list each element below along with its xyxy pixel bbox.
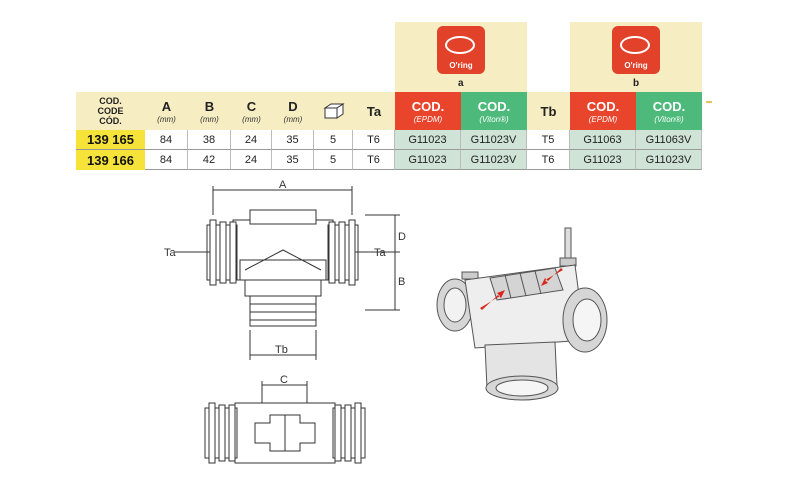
header-box [314, 92, 353, 130]
arrow-icon [480, 290, 505, 310]
cell-b-epdm: G11063 [570, 130, 636, 150]
cell-b-viton: G11063V [636, 130, 702, 150]
decor-dash [706, 101, 712, 103]
tee-fitting-illustration [436, 227, 608, 401]
oring-icon: O'ring [437, 26, 485, 74]
cell-b-viton: G11023V [636, 150, 702, 170]
dim-C-label: C [280, 375, 288, 386]
top-view-drawing: C [204, 375, 366, 464]
cell-D: 35 [272, 150, 314, 170]
front-view-drawing: A D B Ta Ta Tb [164, 180, 406, 360]
dim-Ta-left-label: Ta [164, 247, 177, 259]
group-b-label: b [633, 78, 640, 89]
header-a-epdm: COD.(EPDM) [395, 92, 461, 130]
header-B: B(mm) [188, 92, 231, 130]
header-cod: COD. CODE CÓD. [76, 92, 145, 130]
cell-B: 42 [188, 150, 231, 170]
cell-A: 84 [145, 150, 188, 170]
cell-a-epdm: G11023 [395, 150, 461, 170]
arrow-icon [541, 268, 563, 286]
cell-box: 5 [314, 130, 353, 150]
cell-Ta: T6 [353, 130, 395, 150]
cell-B: 38 [188, 130, 231, 150]
cell-a-viton: G11023V [461, 150, 527, 170]
header-Tb: Tb [527, 92, 570, 130]
cell-a-epdm: G11023 [395, 130, 461, 150]
product-code: 139 165 [76, 130, 145, 150]
cell-a-viton: G11023V [461, 130, 527, 150]
cell-b-epdm: G11023 [570, 150, 636, 170]
dim-A-label: A [279, 180, 287, 191]
cell-Tb: T5 [527, 130, 570, 150]
dim-Tb-label: Tb [275, 344, 288, 356]
group-a-label: a [458, 78, 464, 89]
cell-box: 5 [314, 150, 353, 170]
header-a-viton: COD.(Viton®) [461, 92, 527, 130]
header-C: C(mm) [231, 92, 272, 130]
box-icon [322, 103, 345, 119]
product-code: 139 166 [76, 150, 145, 170]
dim-D-label: D [398, 231, 406, 243]
cell-A: 84 [145, 130, 188, 150]
dim-Ta-right-label: Ta [374, 247, 387, 259]
header-D: D(mm) [272, 92, 314, 130]
dim-B-label: B [398, 276, 405, 288]
cell-Tb: T6 [527, 150, 570, 170]
cell-C: 24 [231, 130, 272, 150]
oring-icon: O'ring [612, 26, 660, 74]
cell-Ta: T6 [353, 150, 395, 170]
header-b-epdm: COD.(EPDM) [570, 92, 636, 130]
header-Ta: Ta [353, 92, 395, 130]
header-b-viton: COD.(Viton®) [636, 92, 702, 130]
cell-C: 24 [231, 150, 272, 170]
cell-D: 35 [272, 130, 314, 150]
header-A: A(mm) [145, 92, 188, 130]
